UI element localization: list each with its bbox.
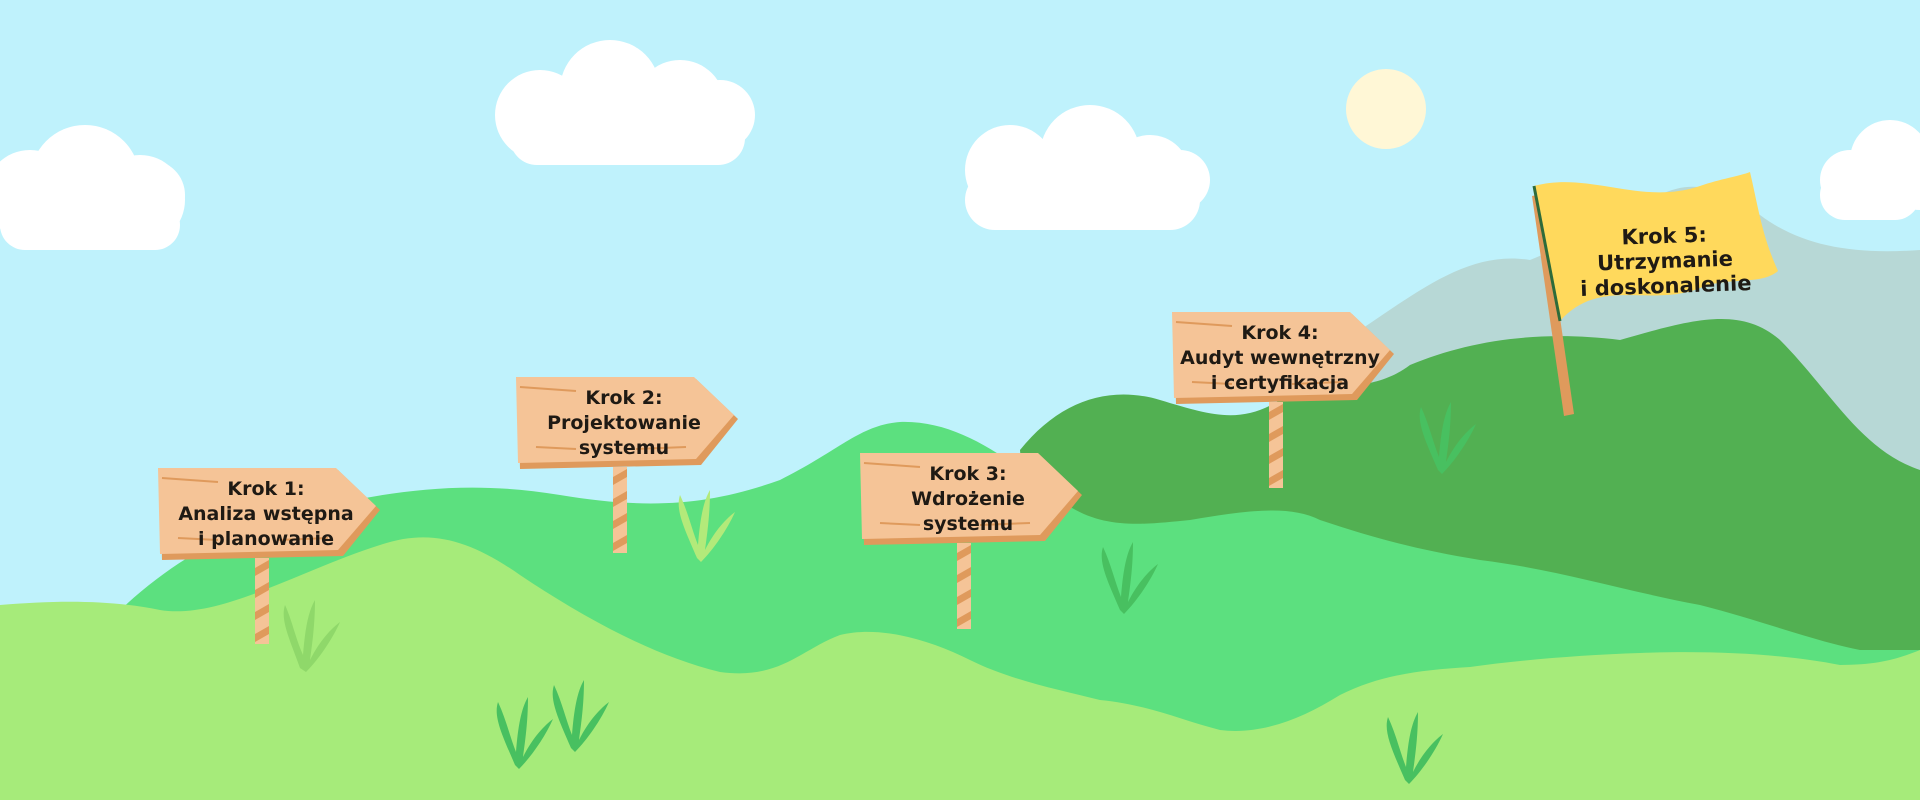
step-title: Krok 3: xyxy=(929,462,1007,485)
cloud-right xyxy=(1820,120,1920,220)
cloud-middle xyxy=(965,105,1210,230)
grass-tuft-2 xyxy=(678,490,735,562)
sun xyxy=(1346,69,1426,149)
step-line-2: systemu xyxy=(578,436,670,459)
cloud-left xyxy=(0,125,185,250)
step-title: Krok 5: xyxy=(1621,222,1708,249)
step-line-1: Wdrożenie xyxy=(911,487,1025,510)
signpost-label: Krok 1: Analiza wstępna i planowanie xyxy=(166,474,366,554)
signpost-step-2: Krok 2: Projektowanie systemu xyxy=(516,377,746,557)
grass-tuft-6 xyxy=(552,680,609,752)
signpost-graphic xyxy=(158,468,380,644)
grass-tuft-3 xyxy=(1101,542,1158,614)
step-title: Krok 2: xyxy=(585,386,663,409)
signpost-graphic xyxy=(860,453,1082,629)
step-line-2: i certyfikacja xyxy=(1210,371,1350,394)
step-line-1: Audyt wewnętrzny xyxy=(1180,346,1380,369)
grass-tuft-4 xyxy=(1419,402,1476,474)
signpost-step-1: Krok 1: Analiza wstępna i planowanie xyxy=(158,468,388,648)
step-title: Krok 1: xyxy=(227,477,305,500)
grass-tuft-7 xyxy=(1386,712,1443,784)
signpost-graphic xyxy=(1172,312,1394,488)
signpost-label: Krok 2: Projektowanie systemu xyxy=(524,383,724,463)
flag-label: Krok 5: Utrzymanie i doskonalenie xyxy=(1558,212,1771,309)
step-line-2: i planowanie xyxy=(198,527,334,550)
signpost-step-3: Krok 3: Wdrożenie systemu xyxy=(860,453,1090,633)
signpost-graphic xyxy=(516,377,738,553)
step-line-1: Analiza wstępna xyxy=(178,502,354,525)
flag-graphic xyxy=(1532,172,1778,416)
step-line-2: i doskonalenie xyxy=(1579,270,1752,301)
signpost-step-4: Krok 4: Audyt wewnętrzny i certyfikacja xyxy=(1172,312,1402,492)
grass-tuft-1 xyxy=(283,600,340,672)
grass-tuft-5 xyxy=(496,697,553,769)
step-title: Krok 4: xyxy=(1241,321,1319,344)
signpost-label: Krok 3: Wdrożenie systemu xyxy=(868,459,1068,539)
final-flag-step-5: Krok 5: Utrzymanie i doskonalenie xyxy=(1530,172,1790,416)
cloud-top-center xyxy=(495,40,755,165)
step-line-1: Projektowanie xyxy=(547,411,701,434)
signpost-label: Krok 4: Audyt wewnętrzny i certyfikacja xyxy=(1180,318,1380,398)
front-light-green-hill xyxy=(0,537,1920,800)
step-line-2: systemu xyxy=(922,512,1014,535)
